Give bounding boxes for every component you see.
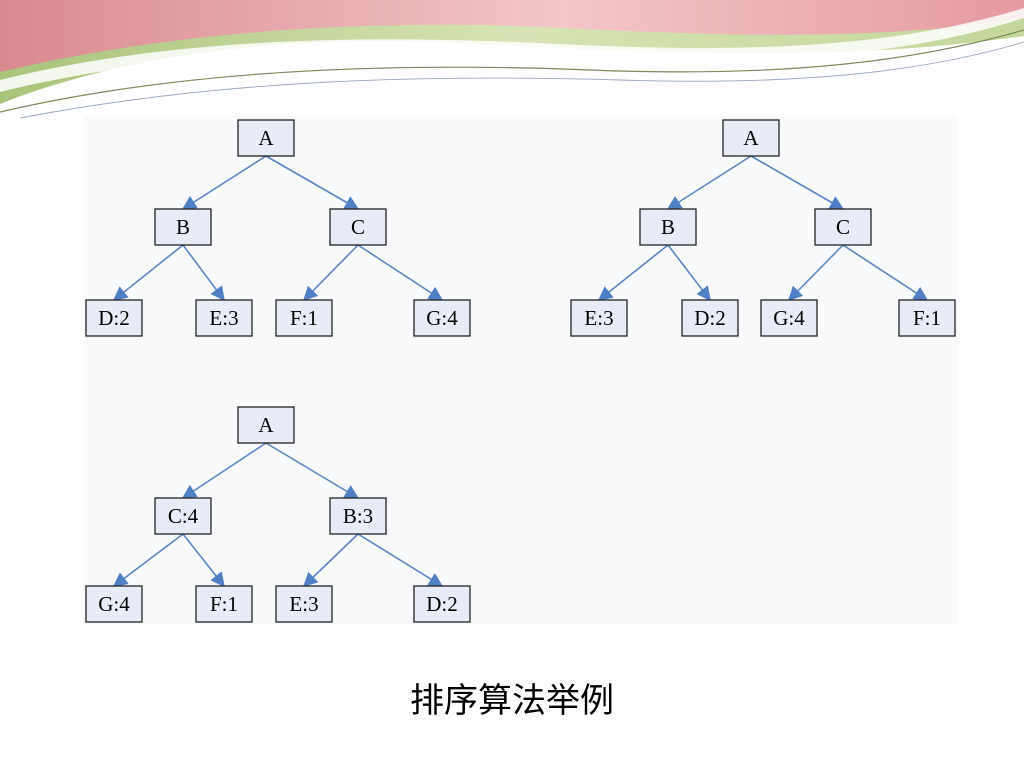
tree-node-c: C bbox=[814, 208, 872, 246]
header-white-swoosh bbox=[0, 8, 1024, 92]
node-label: E:3 bbox=[584, 306, 613, 330]
node-box bbox=[329, 497, 387, 535]
tree-node-e: E:3 bbox=[195, 299, 253, 337]
node-box bbox=[722, 119, 780, 157]
node-label: F:1 bbox=[210, 592, 238, 616]
tree-node-e: E:3 bbox=[275, 585, 333, 623]
node-label: F:1 bbox=[913, 306, 941, 330]
edge-a-b bbox=[666, 155, 752, 210]
node-box bbox=[413, 299, 471, 337]
node-box bbox=[275, 299, 333, 337]
edge-b-e bbox=[302, 533, 359, 587]
node-box bbox=[85, 299, 143, 337]
node-label: A bbox=[743, 126, 759, 150]
edge-c-f bbox=[842, 244, 929, 301]
edge-b-d bbox=[357, 533, 444, 587]
tree-3: A C:4 B:3G:4 F:1 E:3 D:2 bbox=[85, 406, 471, 623]
tree-node-d: D:2 bbox=[413, 585, 471, 623]
node-label: D:2 bbox=[426, 592, 458, 616]
tree-node-g: G:4 bbox=[760, 299, 818, 337]
edge-b-d bbox=[112, 244, 184, 301]
tree-node-e: E:3 bbox=[570, 299, 628, 337]
node-label: A bbox=[258, 126, 274, 150]
node-box bbox=[275, 585, 333, 623]
node-label: B bbox=[661, 215, 675, 239]
tree-node-g: G:4 bbox=[413, 299, 471, 337]
tree-node-c: C bbox=[329, 208, 387, 246]
node-label: E:3 bbox=[209, 306, 238, 330]
tree-1: A B C D:2 E:3 F:1 G:4 bbox=[85, 119, 471, 337]
header-decoration bbox=[0, 0, 1024, 119]
node-box bbox=[681, 299, 739, 337]
edge-c-f bbox=[302, 244, 359, 302]
tree-node-a: A bbox=[237, 119, 295, 157]
node-label: E:3 bbox=[289, 592, 318, 616]
node-label: C:4 bbox=[168, 504, 199, 528]
tree-node-b: B bbox=[154, 208, 212, 246]
diagram-panel bbox=[84, 116, 958, 624]
node-label: B bbox=[176, 215, 190, 239]
edge-c-f bbox=[182, 533, 225, 588]
node-label: C bbox=[351, 215, 365, 239]
tree-node-d: D:2 bbox=[681, 299, 739, 337]
node-box bbox=[898, 299, 956, 337]
node-box bbox=[195, 299, 253, 337]
header-line-1 bbox=[0, 29, 1024, 113]
header-line-2 bbox=[19, 41, 1024, 119]
node-box bbox=[85, 585, 143, 623]
edge-a-c bbox=[750, 155, 845, 210]
tree-node-b: B bbox=[639, 208, 697, 246]
node-label: G:4 bbox=[426, 306, 458, 330]
node-label: G:4 bbox=[98, 592, 130, 616]
tree-node-a: A bbox=[722, 119, 780, 157]
tree-node-d: D:2 bbox=[85, 299, 143, 337]
tree-node-c: C:4 bbox=[154, 497, 212, 535]
node-label: C bbox=[836, 215, 850, 239]
header-pink-band bbox=[0, 0, 1024, 72]
node-box bbox=[154, 497, 212, 535]
node-box bbox=[413, 585, 471, 623]
tree-node-f: F:1 bbox=[195, 585, 253, 623]
node-box bbox=[237, 406, 295, 444]
tree-node-b: B:3 bbox=[329, 497, 387, 535]
tree-node-a: A bbox=[237, 406, 295, 444]
node-label: G:4 bbox=[773, 306, 805, 330]
node-label: F:1 bbox=[290, 306, 318, 330]
edge-b-e bbox=[182, 244, 225, 302]
edge-c-g bbox=[787, 244, 844, 302]
node-label: B:3 bbox=[343, 504, 373, 528]
edge-a-c bbox=[265, 155, 360, 210]
node-box bbox=[195, 585, 253, 623]
tree-node-g: G:4 bbox=[85, 585, 143, 623]
node-box bbox=[570, 299, 628, 337]
node-label: D:2 bbox=[98, 306, 130, 330]
node-box bbox=[760, 299, 818, 337]
node-box bbox=[237, 119, 295, 157]
edge-a-b bbox=[265, 442, 360, 499]
edge-b-e bbox=[597, 244, 669, 301]
slide-caption: 排序算法举例 bbox=[410, 681, 614, 721]
node-box bbox=[639, 208, 697, 246]
edge-b-d bbox=[667, 244, 711, 302]
tree-node-f: F:1 bbox=[898, 299, 956, 337]
edge-c-g bbox=[357, 244, 444, 301]
node-label: D:2 bbox=[694, 306, 726, 330]
edge-a-b bbox=[181, 155, 267, 210]
tree-node-f: F:1 bbox=[275, 299, 333, 337]
edge-c-g bbox=[112, 533, 184, 587]
node-label: A bbox=[258, 413, 274, 437]
tree-2: A B C E:3 D:2 G:4 F:1 bbox=[570, 119, 956, 337]
node-box bbox=[814, 208, 872, 246]
node-box bbox=[154, 208, 212, 246]
node-box bbox=[329, 208, 387, 246]
edge-a-c bbox=[181, 442, 267, 499]
